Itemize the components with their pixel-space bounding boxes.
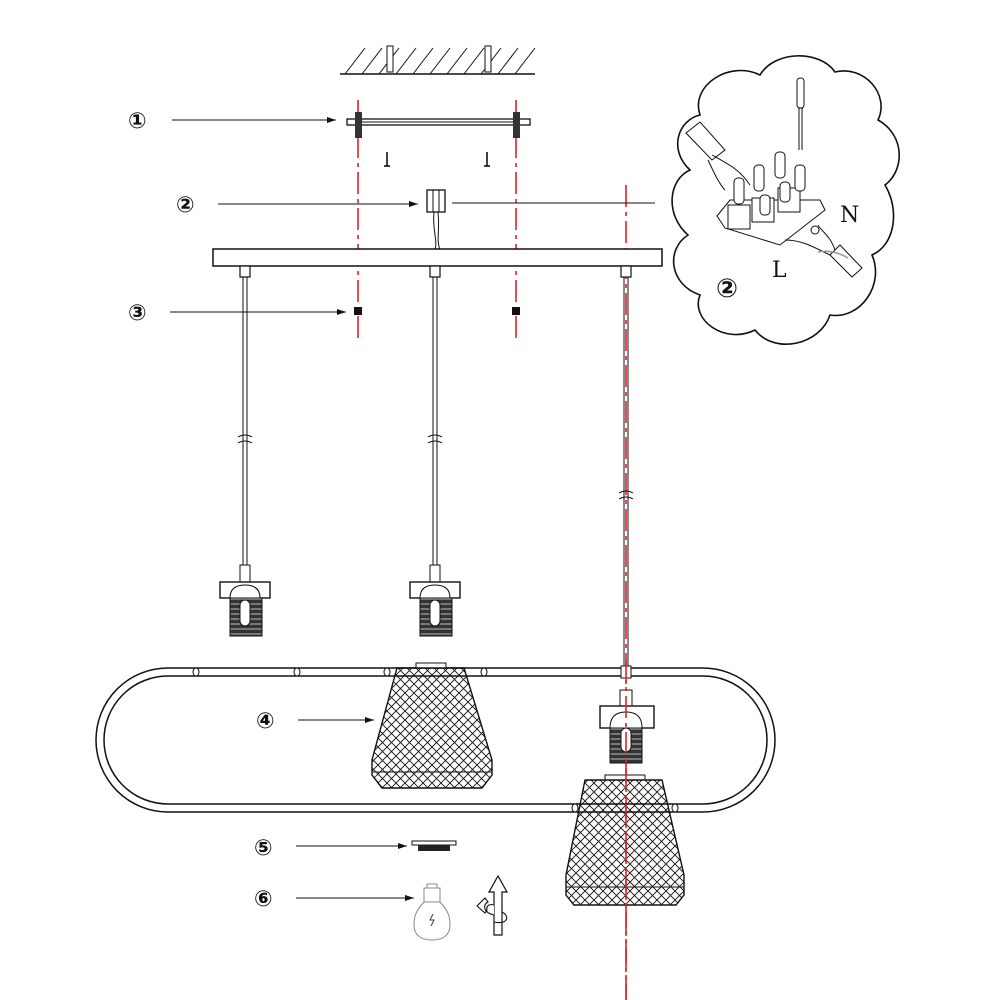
- callout-4: ④: [256, 709, 275, 734]
- live-label: L: [772, 258, 787, 283]
- wall-plug-icon: [386, 45, 492, 73]
- canopy-bar: [212, 248, 663, 267]
- mesh-shade: [371, 662, 493, 789]
- lamp-holder: [219, 564, 271, 637]
- detail-callout-2: ②: [716, 274, 738, 304]
- terminal-block-detail: [685, 121, 863, 278]
- suspension-cord: [237, 277, 634, 670]
- shade-ring: [411, 840, 457, 851]
- ceiling: [340, 45, 536, 75]
- earth-symbol-icon: [810, 225, 820, 235]
- callout-2: ②: [176, 193, 195, 218]
- light-bulb-icon: [413, 883, 451, 941]
- cord-grip: [239, 265, 632, 278]
- neutral-label: N: [840, 203, 859, 228]
- callout-3: ③: [128, 301, 147, 326]
- terminal-block: [426, 189, 446, 251]
- lamp-holder: [409, 564, 461, 637]
- lamp-holder: [599, 689, 655, 764]
- screw-in-rotation-icon: [476, 874, 509, 936]
- screwdriver-icon: [796, 77, 805, 150]
- screw-icon: [384, 152, 490, 167]
- callout-6: ⑥: [254, 887, 273, 912]
- screw-cap: [354, 307, 362, 315]
- mounting-bracket: [346, 112, 531, 167]
- cable-icon: [685, 121, 726, 161]
- callout-1: ①: [128, 109, 147, 134]
- callout-5: ⑤: [254, 836, 273, 861]
- mesh-shade: [565, 774, 685, 906]
- alignment-axis: [357, 100, 627, 1000]
- screw-cap: [512, 307, 520, 315]
- wiring-detail: N L ②: [671, 55, 900, 345]
